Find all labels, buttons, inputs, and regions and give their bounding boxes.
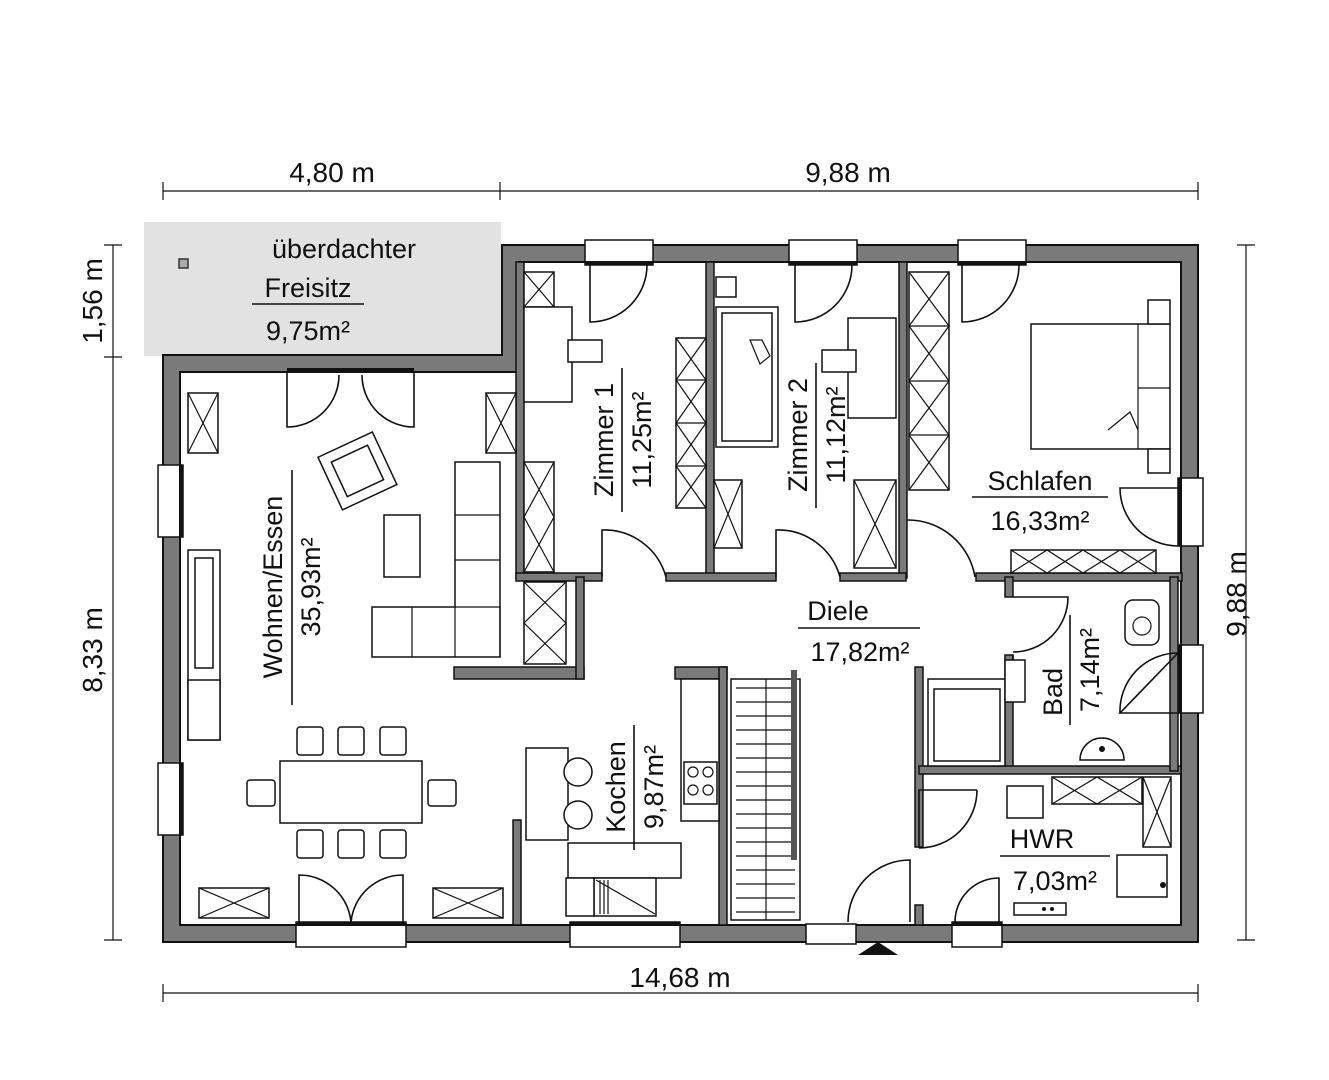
window-glass [179, 261, 1182, 926]
room-name-zimmer2: Zimmer 2 [783, 378, 813, 492]
dim-left-lower: 8,33 m [77, 607, 108, 693]
dim-bottom: 14,68 m [629, 962, 730, 993]
terrace-label-2: Freisitz [265, 273, 352, 303]
room-area-wohnen: 35,93m² [296, 537, 326, 636]
dim-left-upper: 1,56 m [77, 258, 108, 344]
terrace-area [144, 222, 501, 356]
windows [157, 239, 1204, 948]
room-name-bad: Bad [1038, 668, 1068, 716]
dim-right: 9,88 m [1221, 551, 1252, 637]
room-area-hwr: 7,03m² [1013, 866, 1097, 896]
room-area-zimmer1: 11,25m² [627, 391, 657, 488]
room-name-zimmer1: Zimmer 1 [589, 383, 619, 497]
room-name-hwr: HWR [1010, 824, 1074, 854]
dim-top-right: 9,88 m [805, 157, 891, 188]
room-area-schlafen: 16,33m² [990, 506, 1089, 536]
room-labels: Wohnen/Essen 35,93m² Zimmer 1 11,25m² Zi… [258, 363, 1110, 896]
room-area-bad: 7,14m² [1075, 628, 1105, 712]
room-area-diele: 17,82m² [810, 637, 909, 667]
room-area-kochen: 9,87m² [639, 745, 669, 829]
post-icon [178, 258, 189, 269]
interior-walls [453, 261, 1183, 926]
terrace-area-label: 9,75m² [266, 316, 350, 346]
room-area-zimmer2: 11,12m² [821, 386, 851, 483]
entrance-arrow-icon [858, 942, 898, 955]
room-name-kochen: Kochen [601, 741, 631, 833]
room-name-schlafen: Schlafen [987, 466, 1092, 496]
door-swings [286, 264, 1179, 923]
room-name-wohnen: Wohnen/Essen [258, 496, 288, 679]
dim-top-left: 4,80 m [289, 157, 375, 188]
dimension-lines [104, 182, 1255, 1002]
furniture [187, 271, 1172, 921]
terrace-label-1: überdachter [272, 234, 416, 264]
room-name-diele: Diele [807, 596, 869, 626]
